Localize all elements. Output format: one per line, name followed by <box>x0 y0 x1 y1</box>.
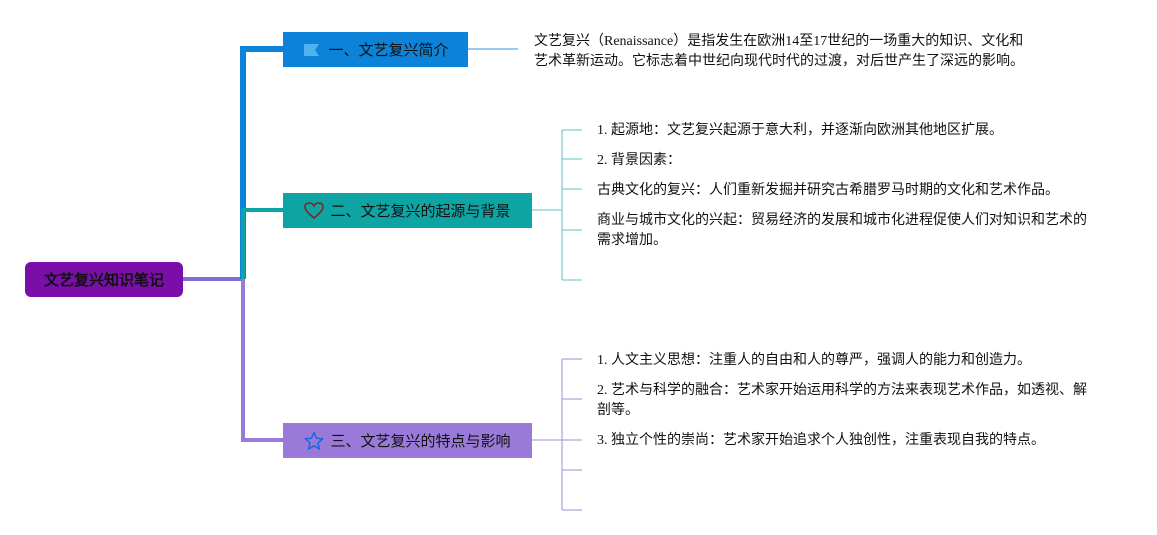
feature-item-1: 1. 人文主义思想：注重人的自由和人的尊严，强调人的能力和创造力。 <box>597 353 1031 368</box>
star-icon <box>304 431 324 451</box>
origin-item-1: 1. 起源地：文艺复兴起源于意大利，并逐渐向欧洲其他地区扩展。 <box>597 123 1003 138</box>
origin-item-3: 古典文化的复兴：人们重新发掘并研究古希腊罗马时期的文化和艺术作品。 <box>597 183 1059 198</box>
feature-item-2: 2. 艺术与科学的融合：艺术家开始运用科学的方法来表现艺术作品，如透视、解剖等。 <box>597 383 1087 418</box>
branch-introduction[interactable]: 一、文艺复兴简介 <box>283 32 468 67</box>
branch-features-impact[interactable]: 三、文艺复兴的特点与影响 <box>283 423 532 458</box>
branch-features-impact-label: 三、文艺复兴的特点与影响 <box>330 432 511 450</box>
heart-icon <box>304 201 325 221</box>
feature-item-3: 3. 独立个性的崇尚：艺术家开始追求个人独创性，注重表现自我的特点。 <box>597 433 1045 448</box>
branch-origin-background-label: 二、文艺复兴的起源与背景 <box>330 202 511 220</box>
intro-text: 文艺复兴（Renaissance）是指发生在欧洲14至17世纪的一场重大的知识、… <box>534 34 1024 69</box>
flag-icon <box>302 40 322 60</box>
branch-introduction-label: 一、文艺复兴简介 <box>328 41 449 59</box>
branch-origin-background[interactable]: 二、文艺复兴的起源与背景 <box>283 193 532 228</box>
origin-item-2: 2. 背景因素： <box>597 153 681 168</box>
origin-item-4: 商业与城市文化的兴起：贸易经济的发展和城市化进程促使人们对知识和艺术的需求增加。 <box>597 213 1087 248</box>
root-label: 文艺复兴知识笔记 <box>43 271 164 289</box>
root-node[interactable]: 文艺复兴知识笔记 <box>25 262 183 297</box>
